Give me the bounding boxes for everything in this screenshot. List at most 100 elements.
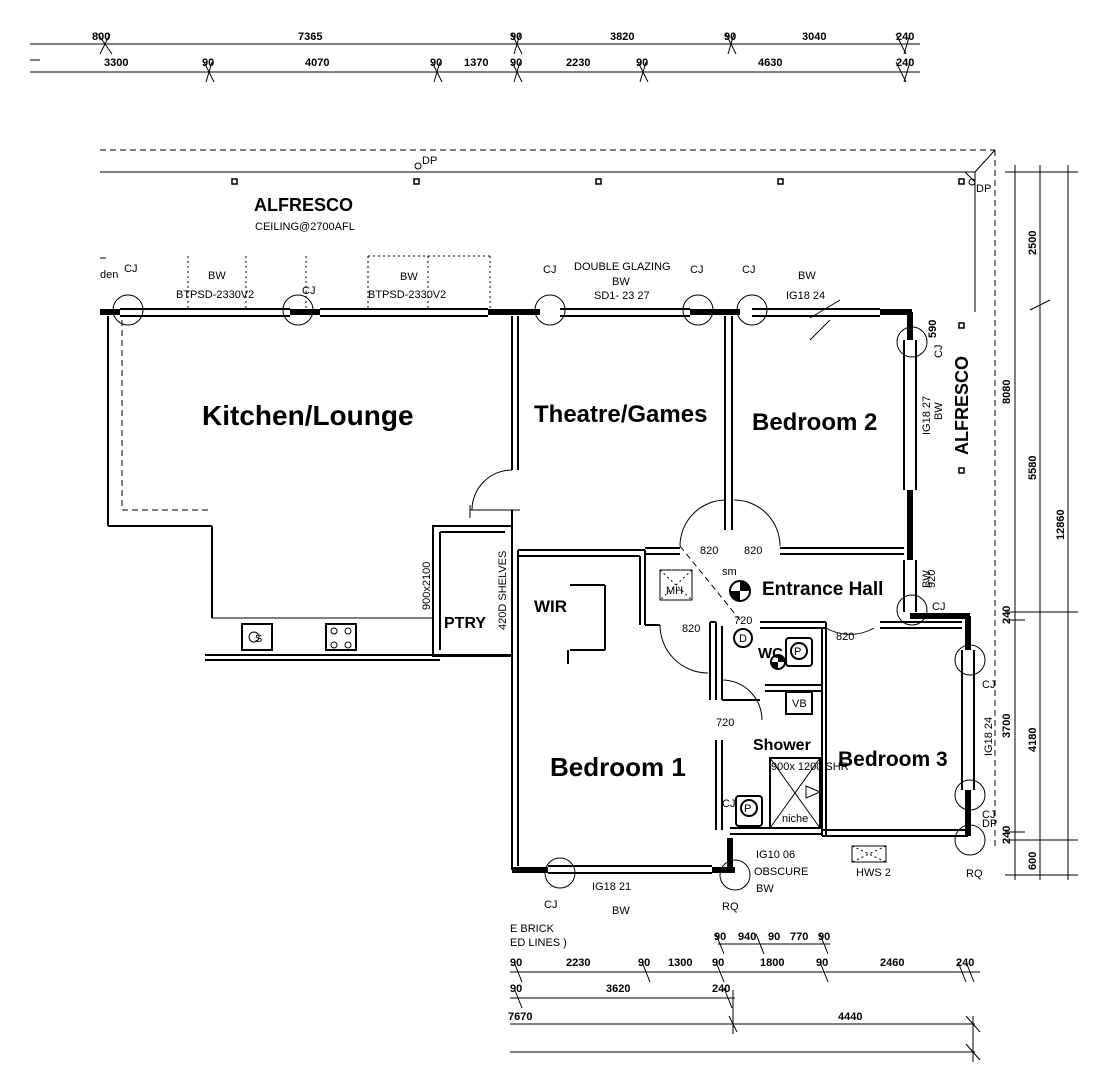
bottom-dim-7670: 7670	[508, 1011, 532, 1023]
bw-note-1: BW	[208, 270, 226, 282]
bottom-dim-90e: 90	[638, 957, 650, 969]
dp-top-note: DP	[422, 155, 437, 167]
top-dim-800: 800	[92, 31, 110, 43]
ig1821-note: IG18 21	[592, 881, 631, 893]
shr-note: 900x 1200 SHR	[771, 761, 849, 773]
cj-note-9: CJ	[982, 809, 995, 821]
ceiling-note: CEILING@2700AFL	[255, 221, 355, 233]
door-dim-5: 820	[836, 631, 854, 643]
dp-right-note: DP	[976, 183, 991, 195]
top-dim-90c: 90	[202, 57, 214, 69]
door-dim-2: 820	[744, 545, 762, 557]
right-dim-5580: 5580	[1027, 456, 1039, 480]
brick-note-2: ED LINES )	[510, 937, 567, 949]
bw-note-3: BW	[612, 276, 630, 288]
top-dimensions: 800 7365 90 3820 90 3040 240 3300 90 407…	[30, 31, 920, 83]
cj-note-6: CJ	[933, 345, 945, 358]
ig1006-note: IG10 06	[756, 849, 795, 861]
room-entrance-hall: Entrance Hall	[762, 579, 883, 600]
room-kitchen-lounge: Kitchen/Lounge	[202, 400, 414, 431]
door-dim-6: 720	[716, 717, 734, 729]
toilet-wc-label: P	[794, 646, 801, 658]
right-dim-4180: 4180	[1027, 728, 1039, 752]
right-dim-240b: 240	[1001, 826, 1013, 844]
cj-note-2: CJ	[302, 285, 315, 297]
bw-note-7: BW	[756, 883, 774, 895]
door-dim-3: 720	[734, 615, 752, 627]
btpsd-note-1: BTPSD-2330V2	[176, 289, 254, 301]
bottom-dim-2230: 2230	[566, 957, 590, 969]
hws-note: HWS 2	[856, 867, 891, 879]
door-dim-1: 820	[700, 545, 718, 557]
top-dim-3300: 3300	[104, 57, 128, 69]
alfresco-top-label: ALFRESCO	[254, 195, 353, 215]
room-bedroom-1: Bedroom 1	[550, 752, 686, 782]
top-dim-90d: 90	[430, 57, 442, 69]
dp-bottom-note: DP	[982, 818, 997, 830]
bw-note-6: BW	[921, 570, 933, 588]
mh-label: MH	[666, 585, 683, 597]
bottom-dim-2460: 2460	[880, 957, 904, 969]
shelves-note: 420D SHELVES	[497, 551, 509, 630]
top-dim-240b: 240	[896, 57, 914, 69]
walls	[100, 308, 975, 874]
bw-note-5: BW	[933, 402, 945, 420]
bw-note-8: BW	[612, 905, 630, 917]
cj-note-3: CJ	[543, 264, 556, 276]
right-dimensions: 2500 590 5580 240 3700 240 600 8080 4180…	[927, 165, 1078, 880]
window-markers	[112, 294, 986, 891]
room-wc: WC	[758, 645, 783, 662]
den-note: den	[100, 269, 118, 281]
cj-note-1: CJ	[124, 263, 137, 275]
btpsd-note-2: BTPSD-2330V2	[368, 289, 446, 301]
bw-note-2: BW	[400, 271, 418, 283]
bottom-dim-90h: 90	[510, 983, 522, 995]
cj-note-8: CJ	[982, 679, 995, 691]
bottom-dim-940: 940	[738, 931, 756, 943]
room-bedroom-2: Bedroom 2	[752, 409, 877, 436]
right-dim-2500: 2500	[1027, 231, 1039, 255]
right-dim-240a: 240	[1001, 606, 1013, 624]
sink-label: S	[255, 633, 262, 645]
door-dim-7: 920	[926, 570, 938, 588]
top-dim-1370: 1370	[464, 57, 488, 69]
right-dim-3700: 3700	[1001, 714, 1013, 738]
bottom-dim-90b: 90	[768, 931, 780, 943]
bottom-dim-3620: 3620	[606, 983, 630, 995]
top-dim-3040: 3040	[802, 31, 826, 43]
brick-note: E BRICK	[510, 923, 555, 935]
bottom-dim-240b: 240	[712, 983, 730, 995]
bottom-dim-90c: 90	[818, 931, 830, 943]
top-dim-90a: 90	[510, 31, 522, 43]
obscure-note: OBSCURE	[754, 866, 808, 878]
right-dim-590: 590	[927, 320, 939, 338]
bottom-dim-90g: 90	[816, 957, 828, 969]
bottom-dim-4440: 4440	[838, 1011, 862, 1023]
top-dim-4630: 4630	[758, 57, 782, 69]
right-dim-600: 600	[1027, 852, 1039, 870]
ptry-door-note: 900x2100	[421, 562, 433, 610]
alfresco-outline	[100, 149, 996, 850]
room-wir: WIR	[534, 597, 567, 616]
cj-note-5: CJ	[742, 264, 755, 276]
cj-note-11: CJ	[544, 899, 557, 911]
top-dim-3820: 3820	[610, 31, 634, 43]
dryer-label: D	[739, 633, 747, 645]
alfresco-right-label: ALFRESCO	[952, 356, 972, 455]
top-dim-2230: 2230	[566, 57, 590, 69]
bottom-dim-90d: 90	[510, 957, 522, 969]
room-bedroom-3: Bedroom 3	[838, 748, 948, 771]
double-glazing-note: DOUBLE GLAZING	[574, 261, 671, 273]
ig1827-note: IG18 27	[921, 396, 933, 435]
bottom-dim-240a: 240	[956, 957, 974, 969]
ig1824-note: IG18 24	[786, 290, 825, 302]
door-dim-4: 820	[682, 623, 700, 635]
bottom-dim-90f: 90	[712, 957, 724, 969]
kitchen-outlines	[100, 255, 491, 511]
fixtures: S MH P VB D P	[241, 569, 887, 863]
bottom-dim-1800: 1800	[760, 957, 784, 969]
bottom-dimensions: 90 940 90 770 90 90 2230 90 1300 90 1800…	[508, 931, 981, 1062]
vanity-label: VB	[792, 698, 807, 710]
doors	[469, 469, 875, 721]
bottom-dim-1300: 1300	[668, 957, 692, 969]
